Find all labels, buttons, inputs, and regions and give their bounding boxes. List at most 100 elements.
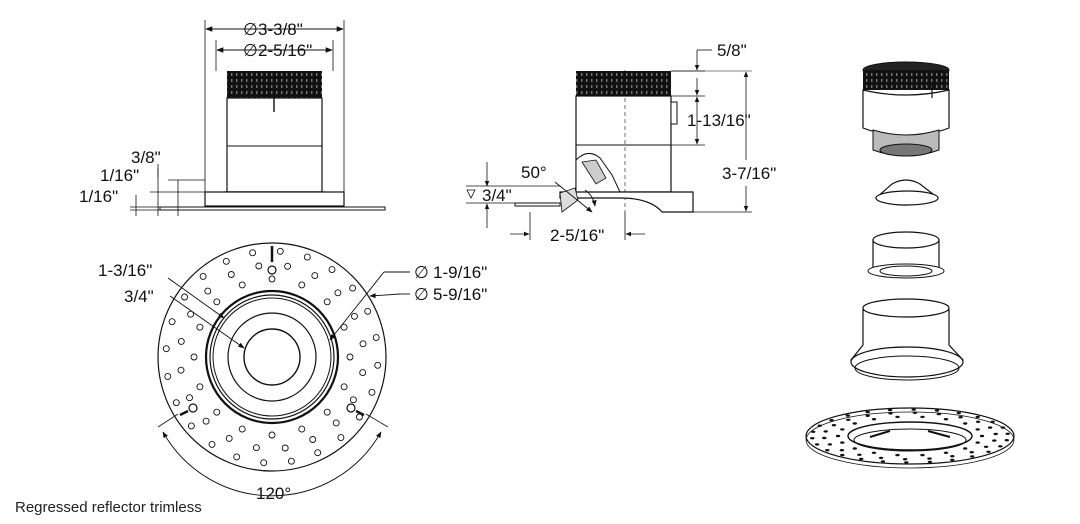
flange-hole xyxy=(199,272,207,280)
iso-flange-hole xyxy=(814,443,820,446)
dim-top-band-label: 5/8" xyxy=(717,41,747,60)
screw-top xyxy=(267,265,277,275)
flange-hole xyxy=(374,361,382,369)
diameter-symbol: ∅ xyxy=(414,285,429,304)
flange-hole xyxy=(196,323,204,331)
dim-outer-diameter-label: 3-3/8" xyxy=(258,20,303,39)
dim-dia-1-9-16-label: 1-9/16" xyxy=(433,263,487,282)
flange-hole xyxy=(252,444,260,452)
flange-hole xyxy=(332,419,340,427)
screw-left xyxy=(188,403,198,413)
flange-hole xyxy=(359,340,367,348)
flange-hole xyxy=(349,396,357,404)
flange-hole xyxy=(190,353,198,361)
flange-hole xyxy=(204,287,212,295)
iso-flange-hole xyxy=(865,410,870,414)
iso-flange-hole xyxy=(987,426,993,429)
flange-hole xyxy=(340,323,348,331)
iso-flange-hole xyxy=(986,450,991,453)
dim-flange-3-8-label: 3/8" xyxy=(131,148,161,167)
iso-flange-hole xyxy=(993,432,998,436)
iso-flange-hole xyxy=(963,422,968,425)
iso-flange-hole xyxy=(817,424,822,427)
iso-flange-hole xyxy=(852,422,857,425)
iso-flange-hole xyxy=(810,437,815,440)
iso-flange-hole xyxy=(831,424,837,427)
dim-arc-120 xyxy=(162,431,382,497)
side-mud-flange xyxy=(514,202,561,207)
flange-hole xyxy=(202,417,210,425)
iso-flange-hole xyxy=(927,460,933,464)
iso-flange-hole xyxy=(1000,426,1006,429)
iso-flange-hole xyxy=(943,451,949,454)
iso-flange-hole xyxy=(902,458,908,461)
iso-flange-hole xyxy=(958,416,963,419)
dim-offset-label: 2-5/16" xyxy=(550,226,604,245)
side-section-view: 50° 3/4" 2-5/16" 5/8" 1-13/16" 3-7/16" xyxy=(466,41,776,245)
flange-hole xyxy=(187,310,195,318)
flange-hole xyxy=(340,383,348,391)
iso-flange-hole xyxy=(927,457,932,460)
diameter-symbol: ∅ xyxy=(414,263,429,282)
flange-hole xyxy=(249,249,257,257)
flange-hole xyxy=(186,394,193,402)
front-housing-knurled-band xyxy=(227,71,322,98)
flange-hole xyxy=(323,298,331,306)
iso-flange-hole xyxy=(823,430,828,433)
iso-flange-hole xyxy=(950,455,955,458)
dim-angle-50-label: 50° xyxy=(521,163,547,182)
dim-flange-1-16-a-label: 1/16" xyxy=(100,166,139,185)
dim-mid-label: 1-13/16" xyxy=(687,111,751,130)
iso-flange-hole xyxy=(878,456,884,460)
iso-flange-hole xyxy=(990,420,995,423)
iso-flange-hole xyxy=(857,453,862,456)
iso-flange-hole xyxy=(888,412,893,415)
flange-hole xyxy=(213,408,221,416)
dim-dia-5-9-16-label: 5-9/16" xyxy=(433,285,487,304)
iso-flange-hole xyxy=(998,445,1003,448)
iso-flange-hole xyxy=(904,461,909,464)
flange-hole xyxy=(181,293,189,301)
front-flange-plate xyxy=(204,191,345,207)
iso-flange-hole xyxy=(956,411,961,415)
flange-hole xyxy=(281,444,289,452)
iso-flange-hole xyxy=(825,449,830,452)
flange-hole xyxy=(372,334,380,342)
flange-hole xyxy=(334,289,342,297)
iso-flange-hole xyxy=(852,447,857,450)
flange-hole xyxy=(208,440,216,448)
iso-flange-hole xyxy=(975,428,980,431)
iso-flange-hole xyxy=(934,409,940,412)
iso-flange-hole xyxy=(835,434,841,438)
diameter-symbol: ∅ xyxy=(243,41,258,60)
flange-hole xyxy=(227,271,235,278)
iso-flange-hole xyxy=(969,451,974,454)
side-housing-knurled-band xyxy=(576,71,671,96)
iso-flange-hole xyxy=(811,430,816,433)
flange-hole xyxy=(222,257,230,265)
side-flange xyxy=(559,191,694,213)
iso-driver-body xyxy=(862,89,950,137)
iso-flange-hole xyxy=(822,436,827,440)
iso-flange-hole xyxy=(840,453,845,457)
front-housing-body xyxy=(226,97,323,193)
flange-hole xyxy=(177,366,185,374)
dim-regress-label: 3/4" xyxy=(482,186,512,205)
mounting-hole-pattern xyxy=(162,247,382,467)
front-mud-flange xyxy=(159,206,386,211)
exploded-isometric-view xyxy=(805,61,1015,469)
dim-angle-120-label: 120° xyxy=(256,484,291,503)
iso-flange-hole xyxy=(911,408,916,411)
flange-hole xyxy=(311,272,319,280)
flange-hole xyxy=(196,383,204,391)
iso-flange-holes xyxy=(810,408,1010,464)
flange-hole xyxy=(225,434,233,442)
iso-flange-hole xyxy=(975,441,980,444)
flange-hole xyxy=(337,434,345,442)
diameter-symbol: ∅ xyxy=(243,20,258,39)
flange-hole xyxy=(284,262,292,270)
iso-flange-hole xyxy=(912,411,918,414)
flange-hole xyxy=(298,425,306,433)
flange-hole xyxy=(351,312,358,320)
iso-flange-hole xyxy=(827,443,833,446)
